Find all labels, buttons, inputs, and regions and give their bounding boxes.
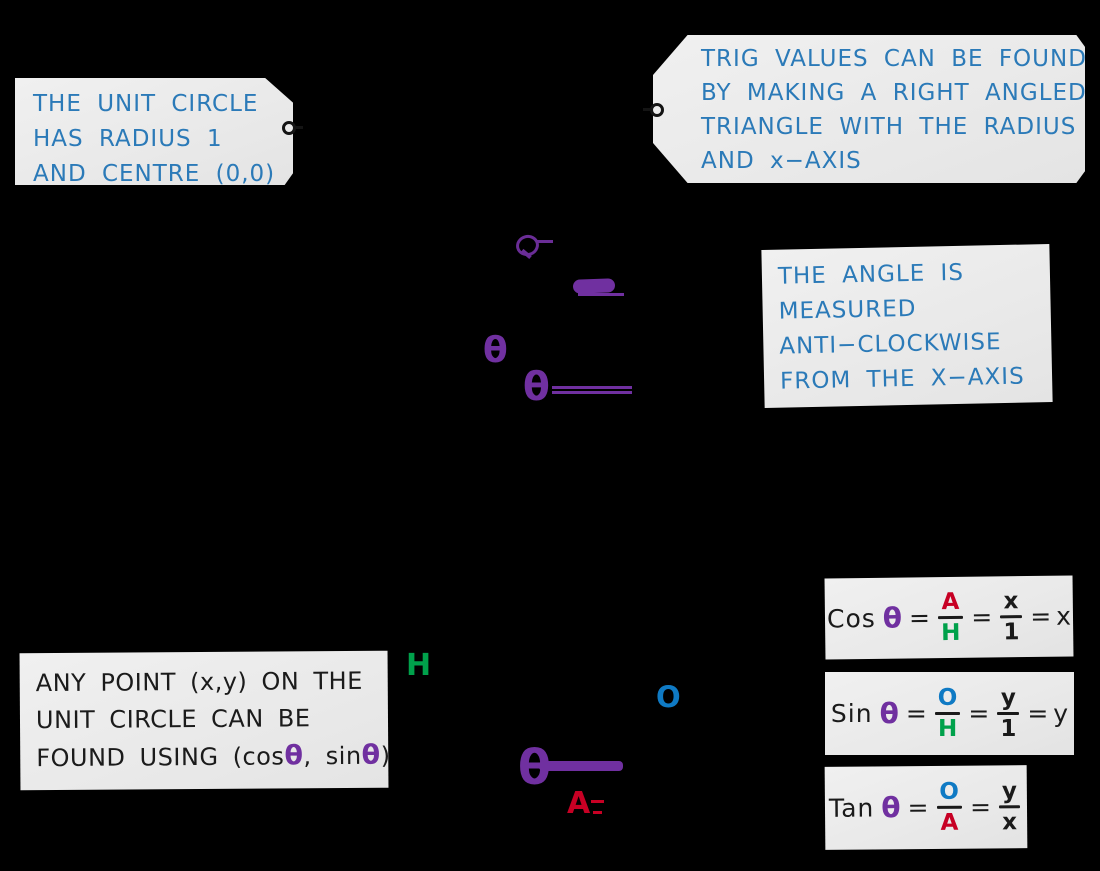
fraction: y x: [998, 778, 1021, 836]
angle-arc-arrowhead-icon: [572, 278, 616, 294]
theta-symbol: θ: [881, 791, 901, 825]
function-name: Tan: [828, 793, 875, 823]
numerator: x: [1003, 588, 1019, 615]
callout-text-line: TRIANGLE WITH THE RADIUS: [701, 114, 1077, 140]
theta-symbol: θ: [284, 740, 304, 772]
denominator: H: [941, 619, 961, 647]
callout-text-line: UNIT CIRCLE CAN BE: [35, 704, 311, 735]
numerator: y: [1001, 778, 1017, 805]
opposite-label: O: [656, 680, 681, 714]
theta-angle-label: θ: [483, 330, 508, 371]
fraction-bar: [936, 805, 963, 809]
angle-arc-line: [578, 293, 624, 296]
function-name: Sin: [830, 699, 873, 728]
fraction-bar: [937, 615, 964, 620]
theta-pointer-label: θ: [523, 365, 550, 410]
callout-text-line: ANTI−CLOCKWISE: [779, 329, 1002, 360]
callout-text-line: FROM THE X−AXIS: [779, 363, 1025, 395]
callout-text-line: FOUND USING (cosθ, sinθ): [36, 737, 391, 777]
theta-arrow-bar: [539, 761, 623, 771]
callout-text-line: TRIG VALUES CAN BE FOUND: [701, 46, 1087, 72]
callout-text-line: THE ANGLE IS: [777, 259, 965, 290]
denominator: x: [1002, 809, 1018, 836]
result-value: y: [1053, 699, 1069, 728]
numerator: A: [941, 588, 960, 615]
tag-string-line: [294, 126, 303, 129]
equals-sign: =: [907, 792, 929, 823]
theta-symbol: θ: [882, 601, 903, 635]
equals-sign: =: [968, 699, 990, 728]
equals-sign: =: [971, 602, 993, 632]
fraction: x 1: [1000, 588, 1023, 646]
equals-sign: =: [1030, 601, 1052, 632]
adjacent-tick-mark: [593, 811, 602, 814]
equals-sign: =: [969, 792, 992, 822]
denominator: 1: [1003, 619, 1020, 646]
equals-sign: =: [1027, 699, 1049, 728]
hypotenuse-label: H: [406, 648, 432, 683]
equals-sign: =: [905, 699, 927, 728]
text-run: ): [380, 741, 391, 770]
adjacent-label: A: [567, 786, 591, 821]
callout-text-line: AND CENTRE (0,0): [33, 161, 276, 187]
theta-symbol: θ: [879, 697, 899, 730]
fraction-bar: [997, 712, 1020, 715]
theta-symbol: θ: [361, 739, 381, 771]
function-name: Cos: [826, 603, 876, 634]
tag-hole-icon: [650, 103, 664, 117]
denominator: A: [940, 809, 959, 836]
tag-string-line: [643, 108, 652, 111]
denominator: H: [937, 716, 958, 742]
callout-text-line: ANY POINT (x,y) ON THE: [35, 666, 363, 698]
adjacent-tick-mark: [591, 800, 604, 803]
callout-unit-circle: THE UNIT CIRCLE HAS RADIUS 1 AND CENTRE …: [15, 78, 293, 185]
callout-text-line: AND x−AXIS: [701, 148, 862, 174]
rotation-arrow-tail: [536, 240, 553, 243]
fraction: A H: [937, 588, 964, 647]
text-run: FOUND USING (cos: [36, 742, 285, 773]
fraction-bar: [998, 805, 1021, 809]
fraction-bar: [1000, 615, 1023, 619]
fraction: O H: [934, 684, 961, 742]
fraction: y 1: [997, 684, 1020, 742]
equals-sign: =: [908, 603, 931, 633]
numerator: O: [939, 778, 960, 805]
callout-text-line: THE UNIT CIRCLE: [33, 91, 259, 117]
text-run: , sin: [303, 741, 362, 771]
callout-angle-measure: THE ANGLE IS MEASURED ANTI−CLOCKWISE FRO…: [761, 244, 1053, 408]
theta-pointer-line: [552, 386, 632, 389]
callout-any-point: ANY POINT (x,y) ON THE UNIT CIRCLE CAN B…: [19, 650, 391, 791]
result-value: x: [1055, 601, 1072, 631]
fraction: O A: [936, 778, 963, 836]
callout-text-line: MEASURED: [778, 295, 917, 325]
callout-trig-values: TRIG VALUES CAN BE FOUND BY MAKING A RIG…: [653, 35, 1085, 183]
numerator: y: [1000, 684, 1016, 711]
theta-pointer-line: [552, 391, 632, 394]
denominator: 1: [1000, 716, 1017, 742]
fraction-bar: [934, 712, 961, 715]
callout-text-line: HAS RADIUS 1: [33, 126, 223, 152]
numerator: O: [937, 684, 958, 711]
callout-text-line: BY MAKING A RIGHT ANGLED: [701, 80, 1087, 106]
